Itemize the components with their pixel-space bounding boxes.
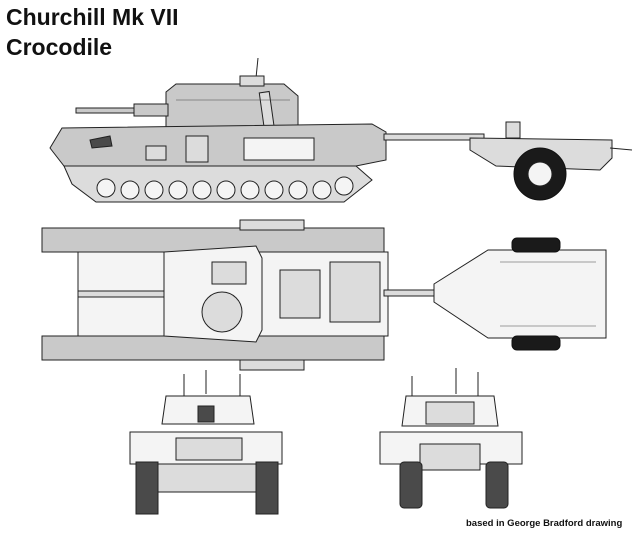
side-trailer-fitting (505, 121, 521, 139)
top-trailer-tire-lower (511, 335, 561, 351)
front-mantlet (197, 405, 215, 423)
side-trailer-hub (527, 161, 553, 187)
side-stowage-box (243, 137, 315, 161)
top-fuel-trailer (433, 249, 607, 339)
top-loader-hatch (211, 261, 247, 285)
rear-left-wheel (399, 461, 423, 509)
top-commander-hatch (201, 291, 243, 333)
side-air-intake (185, 135, 209, 163)
top-left-track (41, 227, 385, 253)
side-tow-link (383, 133, 485, 141)
rear-view (379, 368, 523, 509)
drawing-title-line-2: Crocodile (6, 34, 113, 60)
rear-turret-plate (425, 401, 475, 425)
top-tow-bar (383, 289, 435, 297)
side-view (49, 57, 633, 203)
front-right-track (255, 461, 279, 515)
side-gun-mantlet (133, 103, 169, 117)
top-right-track (41, 335, 385, 361)
side-commander-cupola (239, 75, 265, 87)
rear-fuel-coupling (419, 443, 481, 471)
top-rear-hatch (279, 269, 321, 319)
top-main-gun (77, 290, 179, 298)
top-rear-grille (239, 359, 305, 371)
front-view (129, 370, 283, 515)
rear-right-wheel (485, 461, 509, 509)
side-trailer-rear (609, 147, 633, 151)
source-credit: based in George Bradford drawing (466, 518, 623, 529)
side-hull-hatch (89, 135, 113, 149)
front-driver-plate (175, 437, 243, 461)
front-left-track (135, 461, 159, 515)
top-trailer-tire-upper (511, 237, 561, 253)
side-road-wheels (96, 176, 354, 200)
front-lower-hull (157, 463, 257, 493)
top-front-grille (239, 219, 305, 231)
side-door (145, 145, 167, 161)
top-view (41, 219, 607, 371)
top-engine-deck (329, 261, 381, 323)
drawing-title-line-1: Churchill Mk VII (6, 4, 179, 30)
side-turret (165, 83, 299, 129)
